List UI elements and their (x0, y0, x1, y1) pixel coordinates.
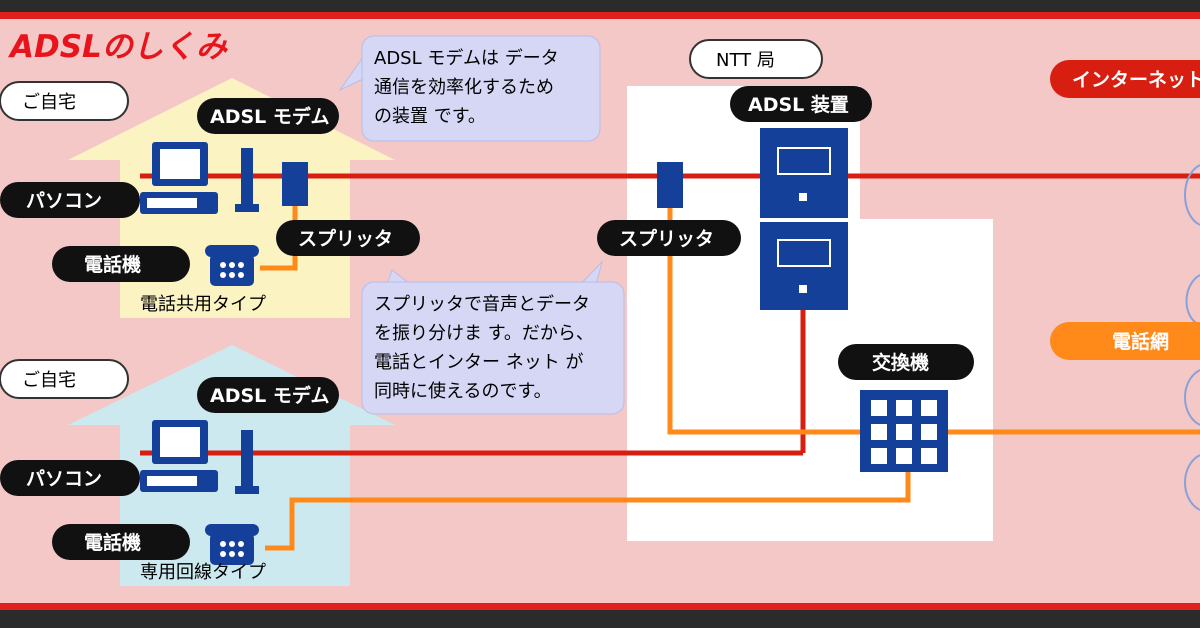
house-bottom-caption: 専用回線タイプ (140, 562, 266, 583)
svg-text:ご自宅: ご自宅 (22, 92, 76, 113)
svg-text:ADSL 装置: ADSL 装置 (748, 93, 849, 116)
svg-text:ADSL モデム: ADSL モデム (210, 105, 330, 128)
splitter-icon (657, 162, 683, 208)
callout-modem-note: ADSL モデムは データ 通信を効率化するため の装置 です。 (338, 35, 601, 142)
label-splitter-top: スプリッタ (276, 220, 420, 256)
svg-text:NTT 局: NTT 局 (716, 50, 775, 71)
svg-text:パソコン: パソコン (26, 468, 102, 490)
label-pc-top: パソコン (0, 182, 140, 218)
pc-icon (140, 420, 218, 492)
callout-splitter-line: スプリッタで音声とデータ (374, 294, 590, 315)
house-top-tag: ご自宅 (0, 81, 129, 121)
exchange-icon (860, 390, 948, 472)
svg-text:インターネット網: インターネット網 (1072, 68, 1200, 91)
svg-text:ご自宅: ご自宅 (22, 370, 76, 391)
label-splitter-ntt: スプリッタ (597, 220, 741, 256)
telephone-icon (205, 245, 259, 286)
modem-icon (235, 430, 259, 494)
label-exchange: 交換機 (838, 344, 974, 380)
svg-text:スプリッタ: スプリッタ (298, 227, 393, 250)
splitter-icon (282, 162, 308, 206)
modem-icon (235, 148, 259, 212)
callout-splitter-line: 同時に使えるのです。 (374, 381, 552, 402)
label-adsl-device: ADSL 装置 (730, 86, 872, 122)
telephone-icon (205, 524, 259, 565)
label-modem-bottom: ADSL モデム (197, 377, 339, 413)
house-top-caption: 電話共用タイプ (140, 294, 266, 315)
label-pc-bottom: パソコン (0, 460, 140, 496)
svg-text:電話機: 電話機 (84, 253, 141, 276)
callout-modem-line: 通信を効率化するため (374, 77, 554, 98)
svg-text:パソコン: パソコン (26, 190, 102, 212)
ntt-office-tag: NTT 局 (689, 39, 823, 79)
label-phone-bottom: 電話機 (52, 524, 190, 560)
label-modem-top: ADSL モデム (197, 98, 339, 134)
svg-text:スプリッタ: スプリッタ (619, 227, 714, 250)
label-phone-network: 電話網 (1050, 322, 1200, 360)
house-bottom-tag: ご自宅 (0, 359, 129, 399)
pc-icon (140, 142, 218, 214)
adsl-device-icon (760, 128, 848, 310)
svg-text:電話網: 電話網 (1112, 330, 1169, 353)
callout-modem-line: ADSL モデムは データ (374, 48, 559, 69)
callout-splitter-line: を振り分けま す。だから、 (374, 323, 594, 344)
svg-text:交換機: 交換機 (872, 351, 929, 374)
callout-splitter-note: スプリッタで音声とデータ を振り分けま す。だから、 電話とインター ネット が… (361, 260, 625, 415)
diagram-title: ADSLのしくみ (7, 29, 228, 65)
svg-text:ADSL モデム: ADSL モデム (210, 384, 330, 407)
label-internet-network: インターネット網 (1050, 60, 1200, 98)
label-phone-top: 電話機 (52, 246, 190, 282)
callout-splitter-line: 電話とインター ネット が (374, 352, 583, 373)
svg-text:電話機: 電話機 (84, 531, 141, 554)
callout-modem-line: の装置 です。 (374, 106, 486, 127)
